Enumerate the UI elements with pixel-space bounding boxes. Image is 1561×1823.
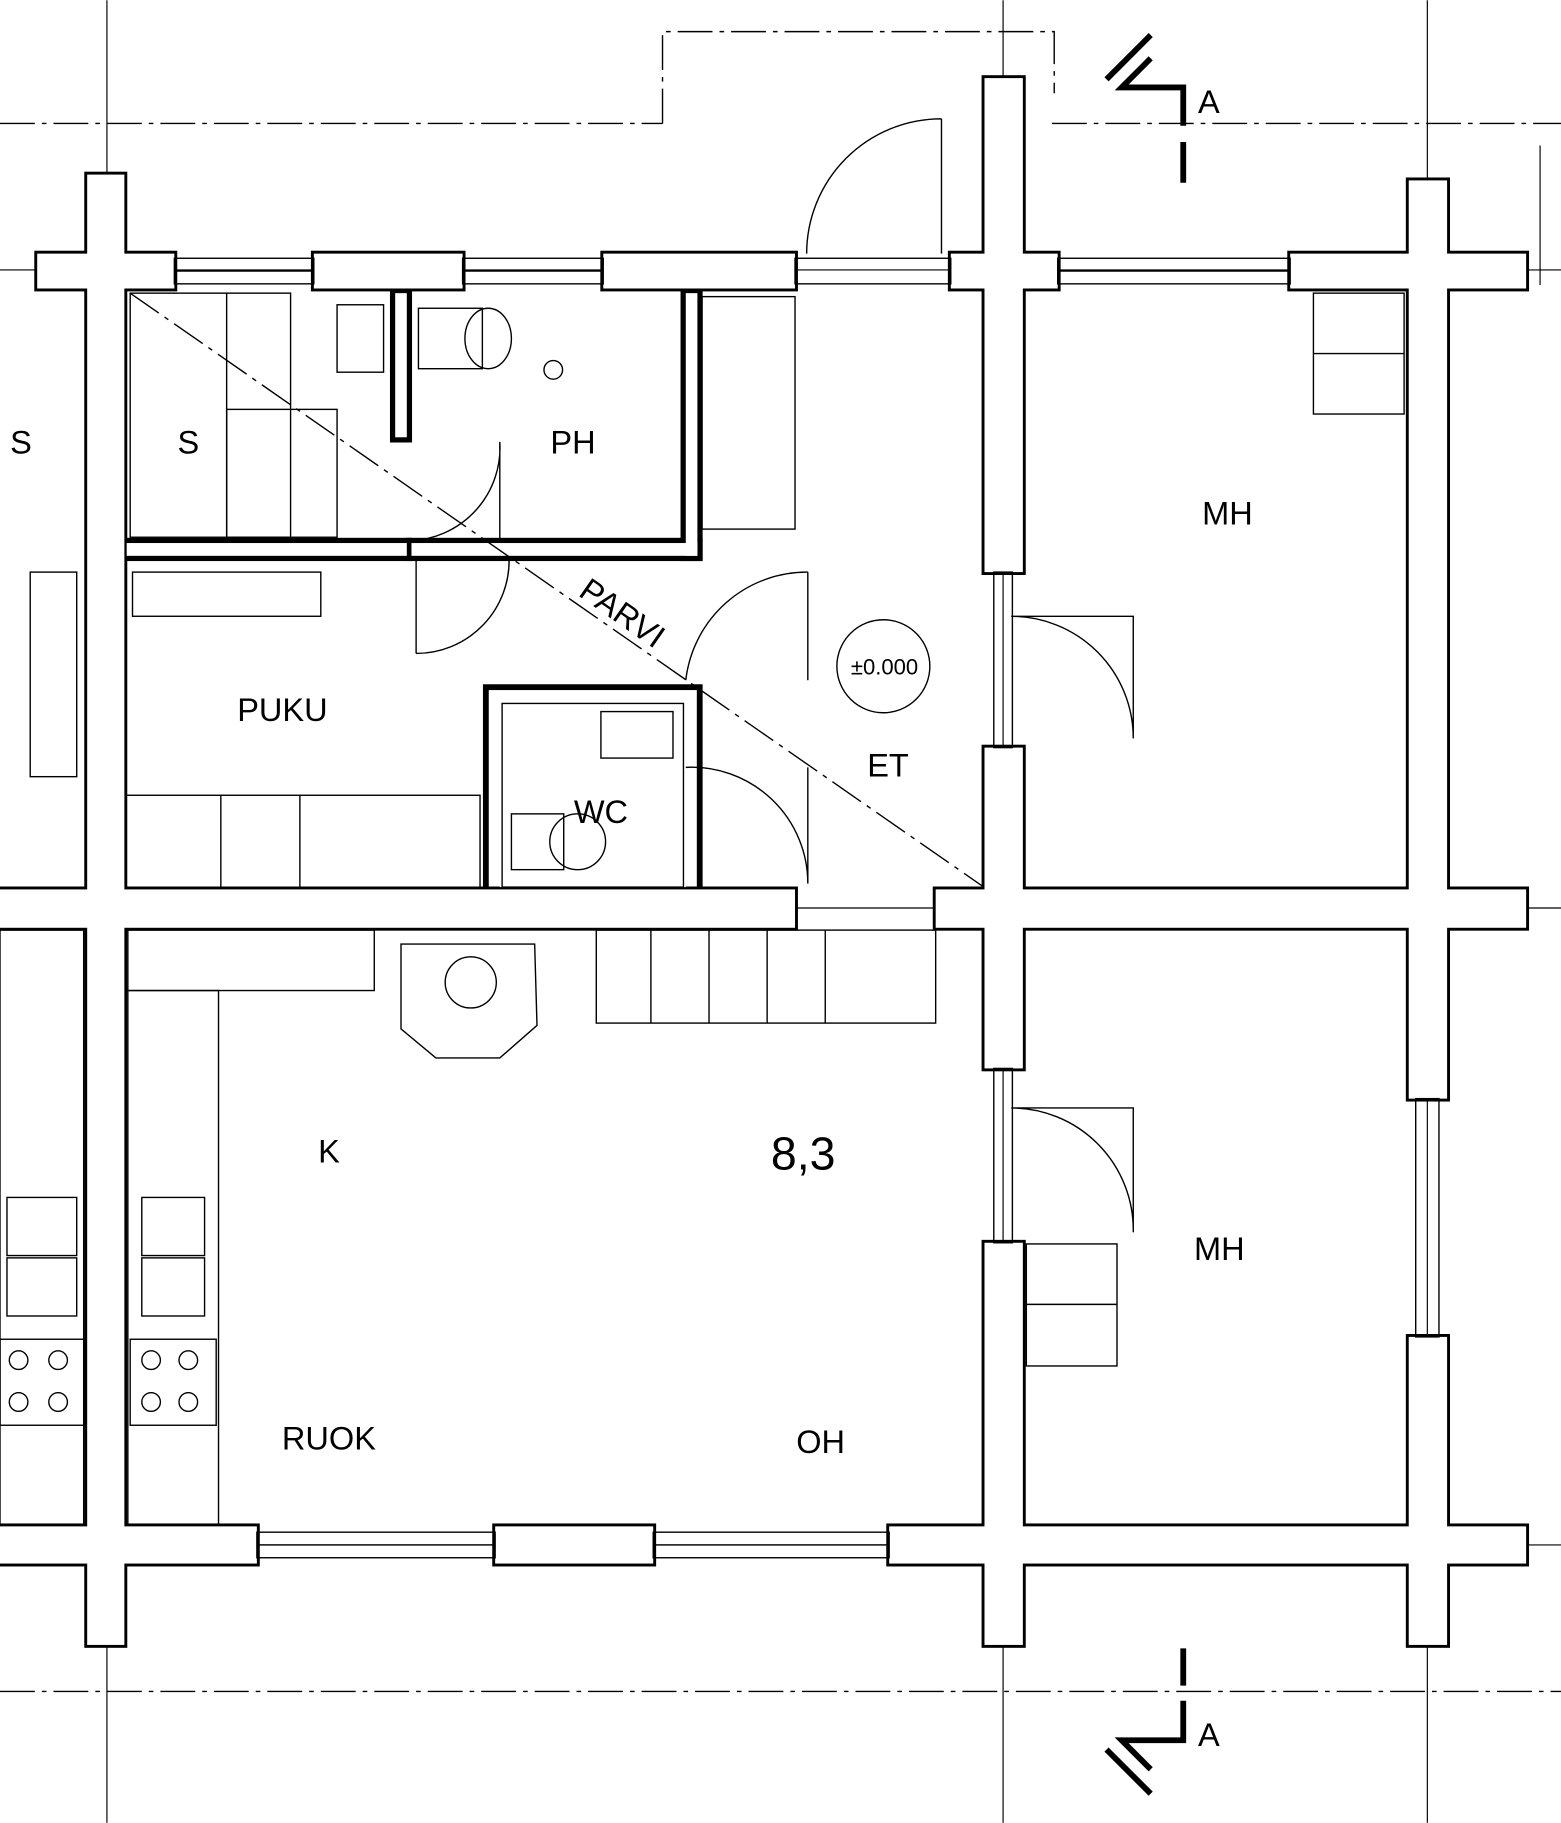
fixtures (0, 292, 1405, 1526)
room-label-sauna: S (177, 425, 199, 461)
section-label-bottom: A (1198, 1717, 1220, 1753)
section-mark-bottom (1104, 1648, 1187, 1796)
area-label: 8,3 (771, 1128, 836, 1180)
room-label-ruok: RUOK (282, 1421, 376, 1457)
room-label-ph: PH (550, 425, 595, 461)
doors (409, 118, 1134, 1233)
walls (0, 75, 1530, 1648)
room-label-s-left: S (10, 425, 32, 461)
loft-line (129, 292, 983, 887)
level-marker (836, 619, 931, 714)
room-label-oh: OH (796, 1424, 845, 1460)
room-label-k: K (318, 1134, 340, 1170)
room-label-mh-lower: MH (1194, 1231, 1245, 1267)
room-label-et: ET (867, 748, 909, 784)
section-label-top: A (1198, 84, 1220, 120)
room-label-puku: PUKU (237, 692, 327, 728)
level-label: ±0.000 (851, 654, 918, 679)
loft-label: PARVI (573, 571, 671, 655)
room-label-wc: WC (574, 794, 628, 830)
room-label-mh-upper: MH (1202, 495, 1253, 531)
section-mark-top (1104, 33, 1187, 183)
windows (173, 257, 1440, 1559)
